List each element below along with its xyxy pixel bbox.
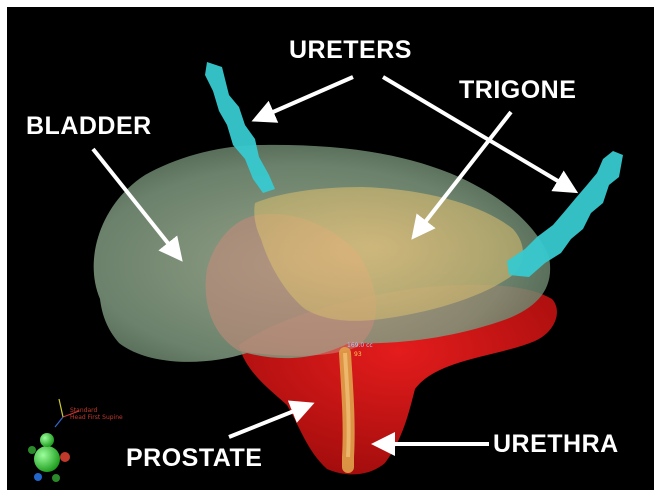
- volume-readout: 169.0 cc: [347, 342, 373, 349]
- arrow-ureters-left: [257, 77, 353, 119]
- label-prostate: PROSTATE: [126, 444, 262, 473]
- readout-sub: 93: [354, 351, 362, 358]
- label-trigone: TRIGONE: [459, 76, 576, 105]
- axis-caption-line1: Standard: [70, 407, 123, 414]
- render-viewport[interactable]: 169.0 cc 93 Standard Head First Supine U…: [7, 7, 654, 490]
- label-ureters: URETERS: [289, 36, 412, 65]
- label-bladder: BLADDER: [26, 112, 152, 141]
- orientation-figure-icon[interactable]: [28, 433, 70, 482]
- label-urethra: URETHRA: [493, 430, 619, 459]
- axis-caption: Standard Head First Supine: [70, 407, 123, 421]
- right-ureter-shape: [507, 151, 623, 277]
- axis-caption-line2: Head First Supine: [70, 414, 123, 421]
